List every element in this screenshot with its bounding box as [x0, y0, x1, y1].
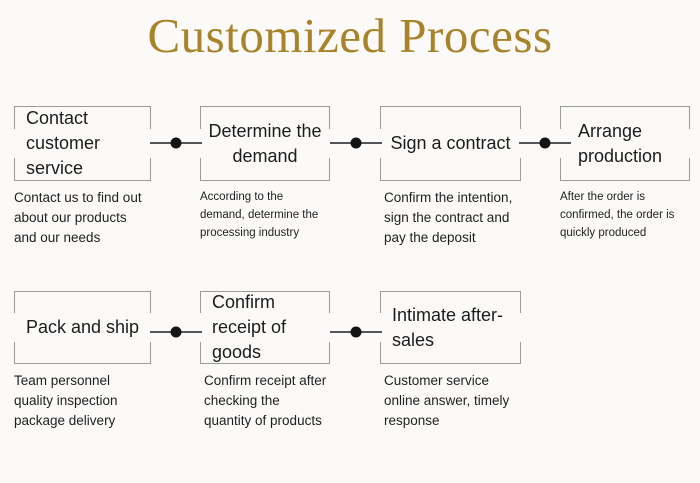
- step-description: Customer service online answer, timely r…: [384, 373, 510, 428]
- box-edge-right-top: [520, 292, 521, 314]
- connector-step1-step2: [150, 136, 202, 150]
- connector-step3-step4: [519, 136, 571, 150]
- connector-step6-step7: [330, 325, 382, 339]
- step-title-box: Arrange production: [560, 106, 690, 181]
- box-edge-right-bottom: [689, 158, 690, 180]
- step-title-box: Determine the demand: [200, 106, 330, 181]
- box-edge-right-bottom: [329, 158, 330, 180]
- box-edge-right-bottom: [150, 341, 151, 363]
- box-edge-right-top: [329, 107, 330, 129]
- page-title: Customized Process: [147, 8, 553, 63]
- step-title-text: Determine the demand: [208, 120, 322, 166]
- step-title-text: Intimate after-sales: [392, 304, 504, 350]
- step-title-box: Pack and ship: [14, 291, 151, 364]
- step-description: After the order is confirmed, the order …: [560, 191, 675, 239]
- step-title-box: Contact customer service: [14, 106, 151, 181]
- step-determine-the-demand[interactable]: Determine the demand According to the de…: [200, 106, 330, 242]
- step-title-text: Arrange production: [578, 120, 663, 166]
- box-edge-right-top: [689, 107, 690, 129]
- step-title-box: Sign a contract: [380, 106, 521, 181]
- step-description: According to the demand, determine the p…: [200, 191, 319, 239]
- step-arrange-production[interactable]: Arrange production After the order is co…: [560, 106, 690, 242]
- connector-dot-icon: [170, 137, 182, 149]
- connector-dot-icon: [350, 137, 362, 149]
- connector-dot-icon: [170, 326, 182, 338]
- step-pack-and-ship[interactable]: Pack and ship Team personnel quality ins…: [14, 291, 151, 431]
- step-description: Confirm the intention, sign the contract…: [384, 190, 513, 245]
- step-intimate-after-sales[interactable]: Intimate after-sales Customer service on…: [380, 291, 521, 431]
- box-edge-right-bottom: [520, 341, 521, 363]
- step-title-text: Confirm receipt of goods: [212, 292, 287, 362]
- connector-step5-step6: [150, 325, 202, 339]
- step-contact-customer-service[interactable]: Contact customer service Contact us to f…: [14, 106, 151, 248]
- connector-dot-icon: [350, 326, 362, 338]
- step-title-box: Intimate after-sales: [380, 291, 521, 364]
- connector-dot-icon: [539, 137, 551, 149]
- step-sign-a-contract[interactable]: Sign a contract Confirm the intention, s…: [380, 106, 521, 248]
- box-edge-right-top: [329, 292, 330, 314]
- step-description: Confirm receipt after checking the quant…: [204, 373, 327, 428]
- box-edge-right-top: [150, 292, 151, 314]
- step-title-text: Pack and ship: [26, 317, 140, 337]
- step-title-text: Contact customer service: [26, 108, 101, 178]
- box-edge-right-bottom: [520, 158, 521, 180]
- step-confirm-receipt-of-goods[interactable]: Confirm receipt of goods Confirm receipt…: [200, 291, 330, 431]
- connector-step2-step3: [330, 136, 382, 150]
- box-edge-right-bottom: [329, 341, 330, 363]
- box-edge-right-top: [150, 107, 151, 129]
- step-title-box: Confirm receipt of goods: [200, 291, 330, 364]
- box-edge-right-top: [520, 107, 521, 129]
- box-edge-right-bottom: [150, 158, 151, 180]
- step-title-text: Sign a contract: [390, 133, 511, 153]
- step-description: Team personnel quality inspection packag…: [14, 373, 118, 428]
- step-description: Contact us to find out about our product…: [14, 190, 142, 245]
